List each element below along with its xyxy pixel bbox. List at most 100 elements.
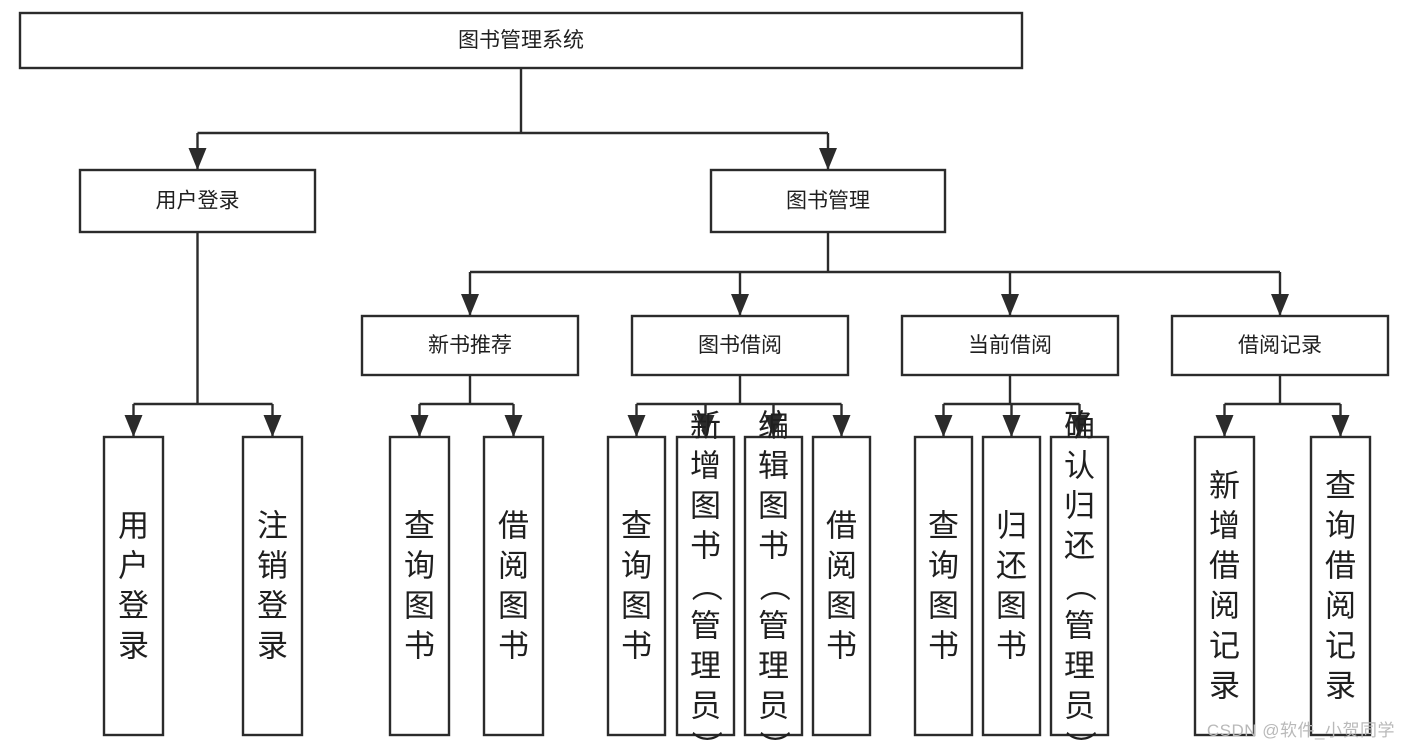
svg-text:编: 编 [758,409,789,444]
svg-text:员: 员 [758,689,789,724]
svg-text:阅: 阅 [1325,589,1356,624]
arrow-head-icon [1215,415,1234,437]
node-leaf-user-login-label: 用户登录 [118,509,149,664]
svg-text:图: 图 [928,589,959,624]
svg-text:查: 查 [404,509,435,544]
svg-text:注: 注 [257,509,288,544]
svg-text:图: 图 [758,489,789,524]
node-leaf-query-book-3-box[interactable] [913,435,974,737]
node-book-manage[interactable]: 图书管理 [709,168,947,234]
node-borrow-record[interactable]: 借阅记录 [1170,314,1390,377]
svg-text:归: 归 [1064,489,1095,524]
node-leaf-query-book-2-box[interactable] [606,435,667,737]
node-book-borrow-label: 图书借阅 [698,334,782,357]
node-book-manage-box[interactable] [709,168,947,234]
svg-text:新: 新 [1209,469,1240,504]
arrow-head-icon [461,294,479,316]
node-root-system[interactable]: 图书管理系统 [18,11,1024,70]
node-book-borrow[interactable]: 图书借阅 [630,314,850,377]
svg-text:图: 图 [690,489,721,524]
node-user-login-box[interactable] [78,168,317,234]
svg-text:（: （ [756,571,791,602]
svg-text:管: 管 [1064,609,1095,644]
svg-text:询: 询 [928,549,959,584]
node-book-borrow-box[interactable] [630,314,850,377]
node-leaf-user-login[interactable]: 用户登录 [102,435,165,737]
node-leaf-query-book-1-box[interactable] [388,435,451,737]
svg-text:新: 新 [690,409,721,444]
svg-text:书: 书 [826,629,857,664]
svg-text:查: 查 [928,509,959,544]
svg-text:归: 归 [996,509,1027,544]
node-root-system-label: 图书管理系统 [458,29,584,52]
arrow-head-icon [764,415,783,437]
svg-text:阅: 阅 [826,549,857,584]
node-leaf-confirm-return-box[interactable] [1049,435,1110,737]
node-user-login-label: 用户登录 [156,190,240,213]
node-leaf-add-record-box[interactable] [1193,435,1256,737]
svg-text:录: 录 [1325,669,1356,704]
svg-text:询: 询 [621,549,652,584]
arrow-head-icon [696,415,715,437]
svg-text:借: 借 [826,509,857,544]
svg-text:书: 书 [690,529,721,564]
svg-text:阅: 阅 [498,549,529,584]
svg-text:阅: 阅 [1209,589,1240,624]
svg-text:（: （ [688,571,723,602]
node-current-borrow-box[interactable] [900,314,1120,377]
node-user-login[interactable]: 用户登录 [78,168,317,234]
node-new-book-recommend-box[interactable] [360,314,580,377]
node-leaf-add-book-box[interactable] [675,435,736,737]
svg-text:图: 图 [826,589,857,624]
node-leaf-borrow-book-1-box[interactable] [482,435,545,737]
node-leaf-borrow-book-2-box[interactable] [811,435,872,737]
connector-lines [124,68,1350,437]
svg-text:图: 图 [621,589,652,624]
svg-text:还: 还 [996,549,1027,584]
node-current-borrow[interactable]: 当前借阅 [900,314,1120,377]
svg-text:管: 管 [690,609,721,644]
svg-text:记: 记 [1325,629,1356,664]
svg-text:（: （ [1062,571,1097,602]
arrow-head-icon [410,415,429,437]
svg-text:还: 还 [1064,529,1095,564]
svg-text:借: 借 [498,509,529,544]
node-borrow-record-box[interactable] [1170,314,1390,377]
node-new-book-recommend[interactable]: 新书推荐 [360,314,580,377]
watermark-text: CSDN @软件_小贺同学 [1206,721,1395,740]
svg-text:增: 增 [1209,509,1240,544]
arrow-head-icon [504,415,523,437]
node-borrow-record-label: 借阅记录 [1238,334,1322,357]
node-leaf-edit-book-box[interactable] [743,435,804,737]
node-leaf-user-login-box[interactable] [102,435,165,737]
svg-text:）: ） [688,731,723,747]
svg-text:书: 书 [621,629,652,664]
arrow-head-icon [934,415,953,437]
node-leaf-logout-box[interactable] [241,435,304,737]
node-leaf-query-record-box[interactable] [1309,435,1372,737]
node-root-system-box[interactable] [18,11,1024,70]
svg-text:增: 增 [690,449,721,484]
node-leaf-return-book-box[interactable] [981,435,1042,737]
svg-text:录: 录 [1209,669,1240,704]
svg-text:管: 管 [758,609,789,644]
arrow-head-icon [124,415,143,437]
